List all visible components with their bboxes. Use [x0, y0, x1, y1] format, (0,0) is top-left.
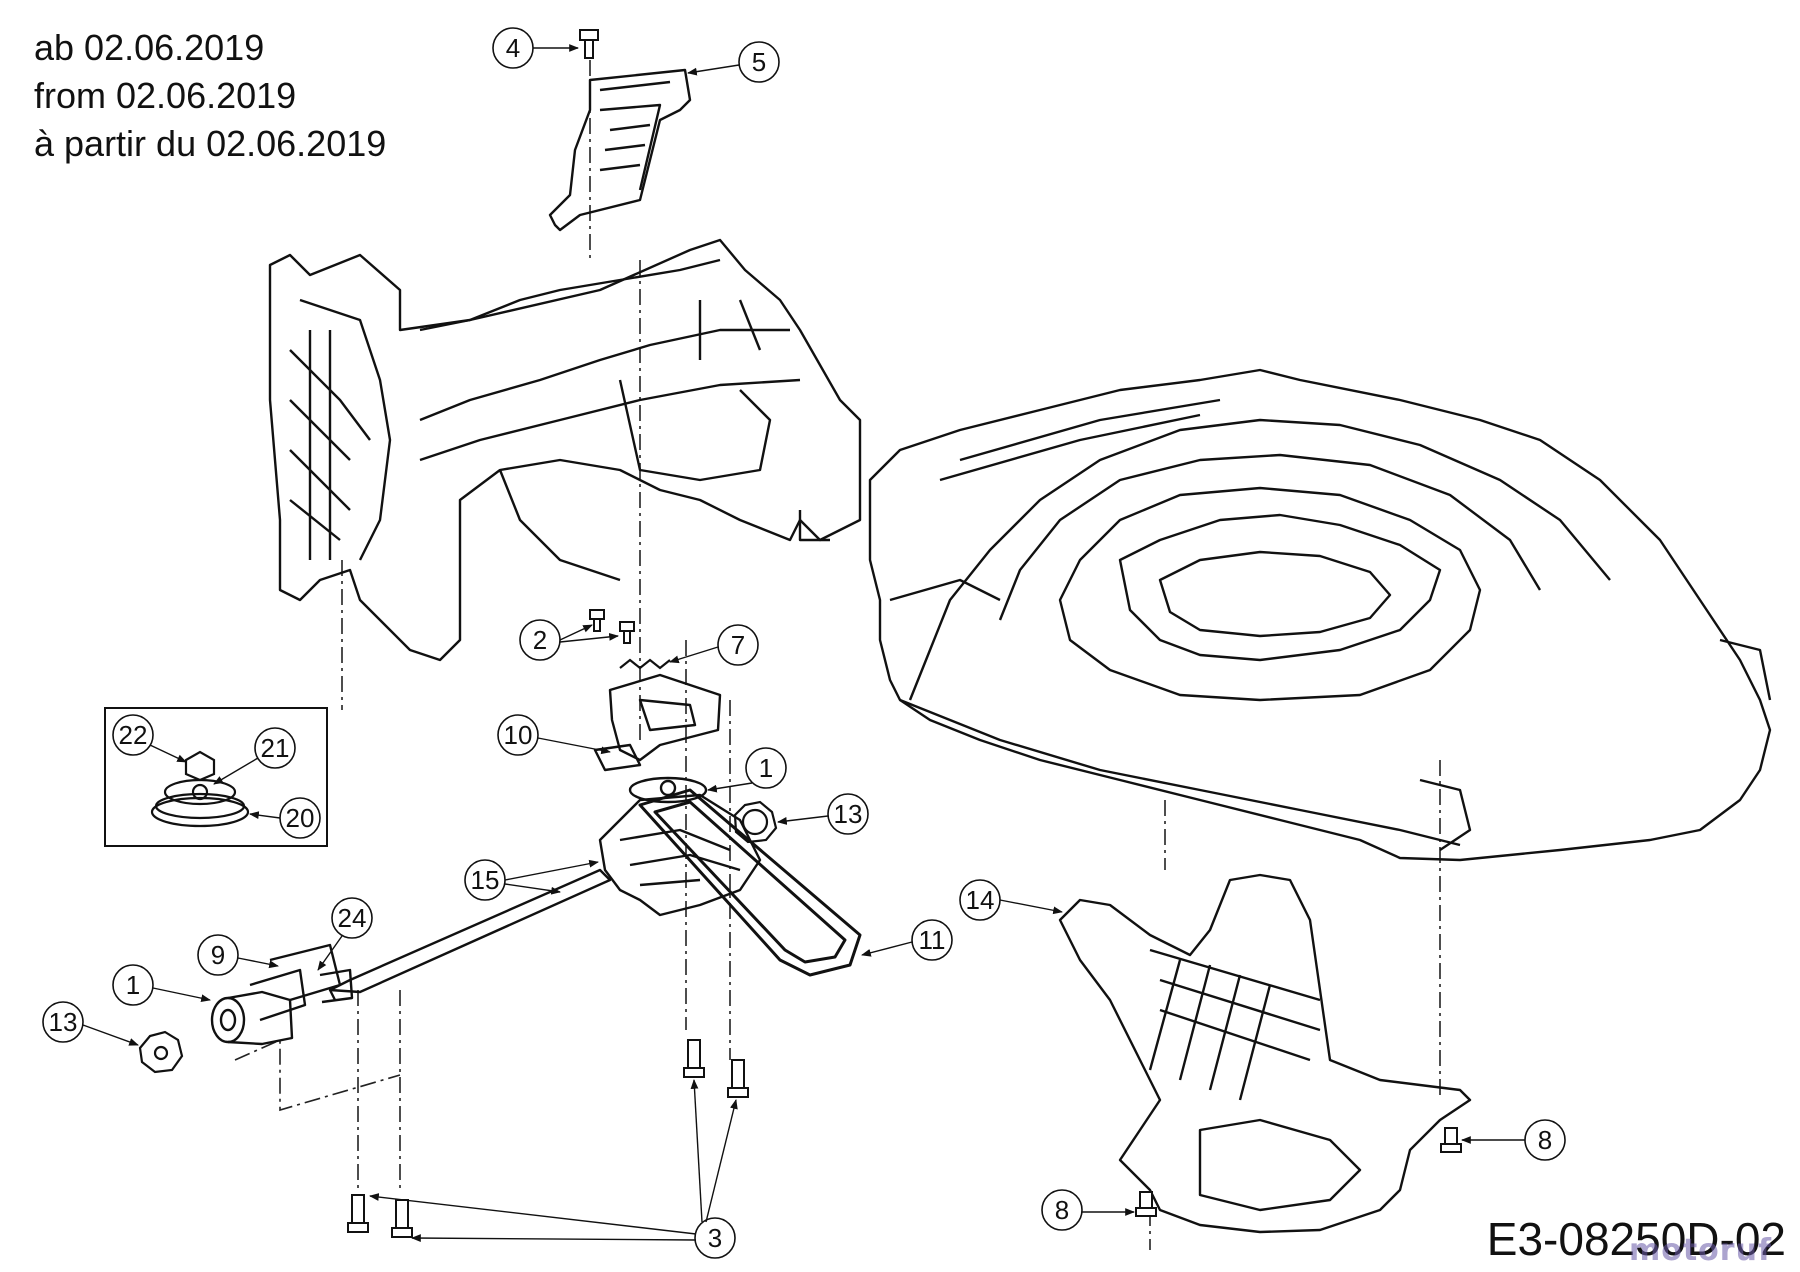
svg-text:8: 8 [1538, 1125, 1552, 1155]
callout-3[interactable]: 3 [369, 1079, 738, 1259]
svg-text:13: 13 [834, 799, 863, 829]
svg-text:24: 24 [338, 903, 367, 933]
svg-text:9: 9 [211, 940, 225, 970]
callout-4[interactable]: 4 [492, 27, 579, 69]
callout-5[interactable]: 5 [687, 41, 780, 83]
callout-22[interactable]: 22 [112, 714, 187, 763]
svg-text:20: 20 [286, 803, 315, 833]
bracket-10 [593, 673, 722, 772]
screw-4 [579, 29, 599, 59]
callout-14[interactable]: 14 [959, 879, 1063, 921]
screws-2 [589, 609, 635, 644]
callout-20[interactable]: 20 [249, 797, 321, 839]
svg-text:21: 21 [261, 733, 290, 763]
callout-13-upper[interactable]: 13 [777, 793, 869, 835]
callout-21[interactable]: 21 [213, 727, 296, 785]
watermark: motoruf [1628, 1233, 1772, 1268]
svg-text:1: 1 [126, 970, 140, 1000]
callout-7[interactable]: 7 [669, 624, 759, 666]
callout-10[interactable]: 10 [497, 714, 611, 756]
pulley-inset [104, 707, 328, 847]
wheel-bushing [210, 943, 354, 1046]
revision-line-en: from 02.06.2019 [34, 75, 297, 116]
callout-1-upper[interactable]: 1 [707, 747, 787, 793]
callout-8-left[interactable]: 8 [1041, 1189, 1135, 1231]
callout-13-lower[interactable]: 13 [42, 1001, 139, 1046]
callout-2[interactable]: 2 [519, 619, 619, 661]
screws-3 [347, 1039, 749, 1238]
svg-text:5: 5 [752, 47, 766, 77]
grass-chute [1058, 873, 1472, 1234]
gear-13-upper [733, 800, 778, 844]
revision-note: ab 02.06.2019 from 02.06.2019 à partir d… [34, 24, 386, 168]
svg-text:13: 13 [49, 1007, 78, 1037]
svg-text:22: 22 [119, 720, 148, 750]
svg-text:11: 11 [919, 925, 946, 955]
callout-1-lower[interactable]: 1 [112, 964, 211, 1006]
upper-clip [548, 68, 692, 232]
svg-text:14: 14 [966, 885, 995, 915]
assembly-lines [234, 60, 1441, 1250]
svg-text:1: 1 [759, 753, 773, 783]
callout-9[interactable]: 9 [197, 934, 279, 976]
plugs-8 [1135, 1127, 1462, 1217]
callout-11[interactable]: 11 [861, 919, 953, 961]
svg-text:7: 7 [731, 630, 745, 660]
drive-belt [638, 788, 862, 977]
svg-text:10: 10 [504, 720, 533, 750]
callouts: 4 5 2 7 10 22 [42, 27, 1566, 1259]
svg-text:2: 2 [533, 625, 547, 655]
spring-7 [619, 658, 671, 670]
diagram-code: E3-08250D-02 [1486, 1213, 1786, 1265]
callout-8-right[interactable]: 8 [1461, 1119, 1566, 1161]
callout-24[interactable]: 24 [317, 897, 373, 971]
transmission [328, 776, 762, 1001]
revision-line-de: ab 02.06.2019 [34, 27, 265, 68]
callout-15[interactable]: 15 [464, 859, 599, 901]
mower-deck [868, 368, 1772, 862]
svg-text:15: 15 [471, 865, 500, 895]
gear-13-lower [138, 1030, 184, 1074]
svg-text:3: 3 [708, 1223, 722, 1253]
svg-text:8: 8 [1055, 1195, 1069, 1225]
rear-frame [268, 238, 862, 662]
revision-line-fr: à partir du 02.06.2019 [34, 123, 387, 164]
svg-text:4: 4 [506, 33, 520, 63]
